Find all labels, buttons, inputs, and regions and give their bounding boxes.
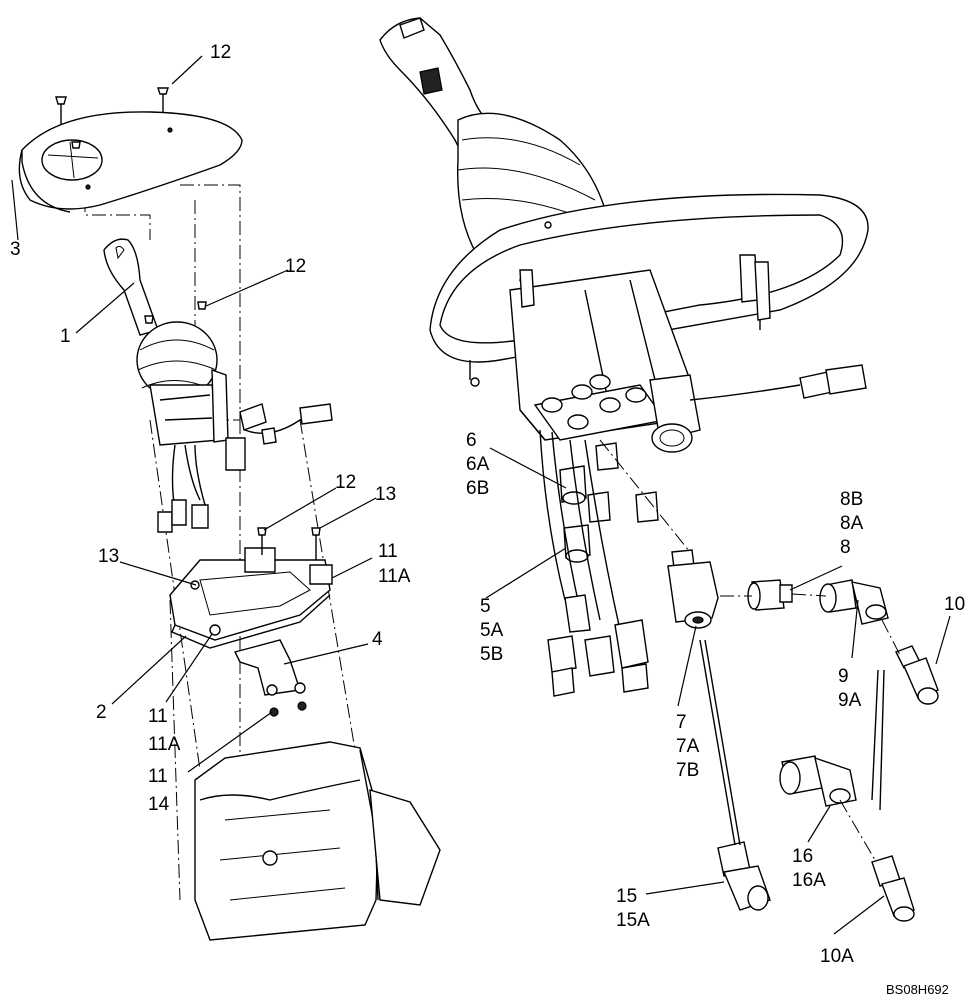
label-7B: 7B bbox=[676, 760, 699, 781]
pedestal-base bbox=[194, 741, 441, 941]
label-15A: 15A bbox=[616, 910, 650, 931]
label-11-right: 11 bbox=[378, 541, 398, 562]
label-8B: 8B bbox=[840, 489, 863, 510]
label-6B: 6B bbox=[466, 478, 489, 499]
fitting-10 bbox=[895, 645, 939, 705]
small-bracket bbox=[233, 639, 307, 717]
label-13-right: 13 bbox=[375, 484, 396, 505]
bracket-plate bbox=[169, 527, 333, 649]
label-10: 10 bbox=[944, 594, 965, 615]
elbow-fitting-9 bbox=[819, 579, 889, 625]
fitting-8 bbox=[747, 579, 793, 611]
label-5B: 5B bbox=[480, 644, 503, 665]
label-16: 16 bbox=[792, 846, 813, 867]
screws-top bbox=[55, 87, 169, 149]
right-centerlines bbox=[599, 439, 901, 861]
label-9: 9 bbox=[838, 666, 849, 687]
right-cable bbox=[689, 364, 867, 401]
label-4: 4 bbox=[372, 629, 383, 650]
label-5: 5 bbox=[480, 596, 491, 617]
elbow-fitting-7 bbox=[667, 549, 719, 629]
label-9A: 9A bbox=[838, 690, 862, 711]
label-2: 2 bbox=[96, 702, 107, 723]
label-6: 6 bbox=[466, 430, 477, 451]
label-5A: 5A bbox=[480, 620, 504, 641]
label-7: 7 bbox=[676, 712, 687, 733]
label-14: 14 bbox=[148, 794, 170, 815]
label-15: 15 bbox=[616, 886, 637, 907]
label-11A-right: 11A bbox=[378, 566, 411, 587]
label-7A: 7A bbox=[676, 736, 700, 757]
label-8A: 8A bbox=[840, 513, 864, 534]
elbow-fitting-16 bbox=[779, 755, 857, 807]
drawing-code: BS08H692 bbox=[886, 982, 949, 997]
label-11A-left: 11A bbox=[148, 734, 181, 755]
callout-labels: 12 3 12 1 12 13 13 11 11A 4 2 11 11A 11 … bbox=[10, 42, 965, 997]
label-10A: 10A bbox=[820, 946, 854, 967]
joystick-handle-left bbox=[103, 238, 246, 471]
valve-body bbox=[509, 254, 771, 453]
label-13-left: 13 bbox=[98, 546, 119, 567]
elbow-fitting-15 bbox=[717, 841, 771, 911]
label-16A: 16A bbox=[792, 870, 826, 891]
label-6A: 6A bbox=[466, 454, 490, 475]
label-11-left: 11 bbox=[148, 706, 168, 727]
label-8: 8 bbox=[840, 537, 851, 558]
label-11-bottom: 11 bbox=[148, 766, 168, 787]
label-12-low: 12 bbox=[335, 472, 356, 493]
cover-plate bbox=[18, 111, 243, 213]
fittings-ports bbox=[559, 442, 659, 563]
label-12-top: 12 bbox=[210, 42, 231, 63]
label-3: 3 bbox=[10, 239, 21, 260]
leader-lines bbox=[11, 55, 951, 935]
label-1: 1 bbox=[60, 326, 71, 347]
fitting-10A bbox=[871, 855, 915, 922]
label-12-mid: 12 bbox=[285, 256, 306, 277]
hose-connectors bbox=[539, 429, 649, 697]
left-cable-connectors bbox=[157, 403, 333, 533]
